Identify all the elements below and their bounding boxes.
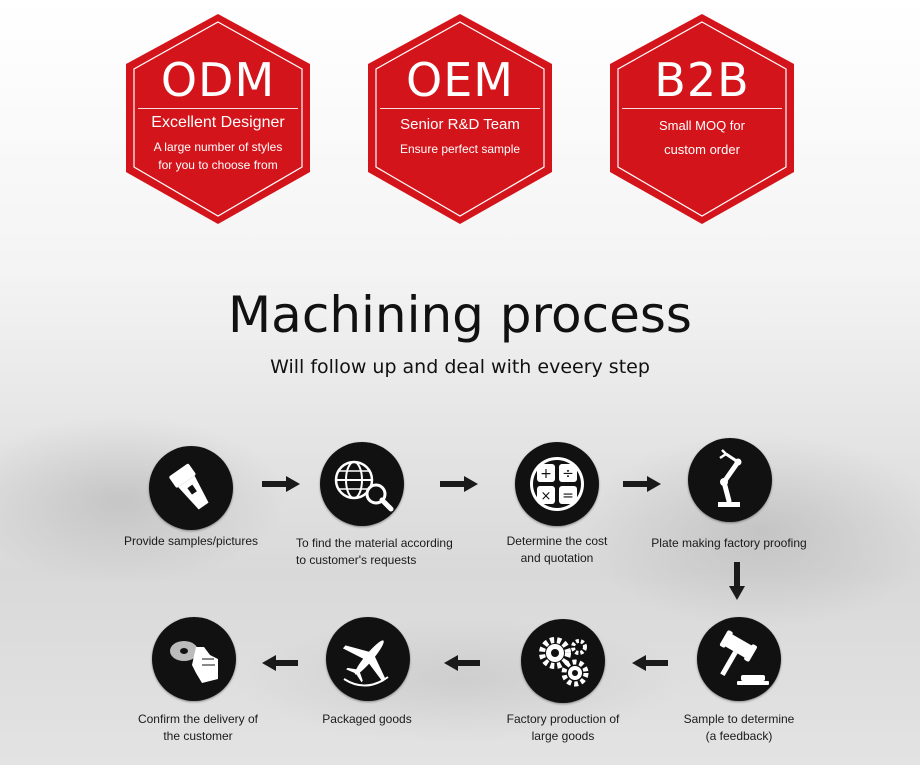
arrow-right-icon [623, 476, 661, 492]
step-8-line2: the customer [163, 729, 233, 743]
step-7-line1: Packaged goods [322, 712, 412, 726]
step-2-line2: to customer's requests [296, 553, 417, 567]
step-2-label: To find the material according to custom… [296, 535, 486, 569]
gavel-icon [697, 617, 781, 701]
svg-text:÷: ÷ [562, 466, 574, 482]
odm-line1: Excellent Designer [151, 114, 285, 131]
step-3-line2: and quotation [520, 551, 594, 565]
step-5-line1: Sample to determine [683, 712, 795, 726]
step-7-label: Packaged goods [292, 711, 442, 728]
step-4-line1: Plate making factory proofing [651, 536, 807, 550]
step-1-line1: Provide samples/pictures [123, 534, 259, 548]
page-subtitle: Will follow up and deal with eveery step [270, 356, 650, 378]
step-6-label: Factory production of large goods [480, 711, 646, 745]
step-8-line1: Confirm the delivery of [137, 712, 259, 726]
globe-magnifier-icon [320, 442, 404, 526]
arrow-right-icon [440, 476, 478, 492]
svg-text:=: = [562, 488, 574, 504]
arrow-left-icon [444, 655, 480, 671]
step-6-line1: Factory production of [506, 712, 620, 726]
oem-line1: Senior R&D Team [400, 116, 520, 133]
step-3-label: Determine the cost and quotation [478, 533, 636, 567]
b2b-line2: custom order [664, 142, 740, 157]
oem-line2: Ensure perfect sample [399, 142, 521, 156]
robot-arm-icon [688, 438, 772, 522]
oem-badge: OEM Senior R&D Team Ensure perfect sampl… [366, 12, 554, 226]
gears-icon [521, 619, 605, 703]
oem-title: OEM [406, 53, 514, 107]
odm-line2: A large number of styles [153, 140, 283, 154]
b2b-badge: B2B Small MOQ for custom order [608, 12, 796, 226]
b2b-line1: Small MOQ for [659, 118, 745, 133]
step-8-label: Confirm the delivery of the customer [118, 711, 278, 745]
b2b-title: B2B [654, 53, 750, 107]
odm-badge: ODM Excellent Designer A large number of… [124, 12, 312, 226]
svg-text:×: × [541, 489, 552, 504]
step-1-label: Provide samples/pictures [110, 533, 272, 550]
flashlight-icon [149, 446, 233, 530]
step-2-line1: To find the material according [296, 536, 453, 550]
arrow-down-icon [729, 562, 745, 600]
oem-divider [380, 108, 540, 109]
background-factory-haze [0, 380, 920, 765]
calculator-icon: + ÷ × = [515, 442, 599, 526]
arrow-left-icon [262, 655, 298, 671]
odm-title: ODM [160, 53, 276, 107]
step-5-line2: (a feedback) [705, 729, 773, 743]
airplane-icon [326, 617, 410, 701]
step-4-label: Plate making factory proofing [636, 535, 822, 552]
hand-cd-icon [152, 617, 236, 701]
arrow-left-icon [632, 655, 668, 671]
page-title: Machining process [228, 286, 692, 344]
odm-divider [138, 108, 298, 109]
odm-line3: for you to choose from [158, 158, 278, 172]
arrow-right-icon [262, 476, 300, 492]
step-3-line1: Determine the cost [506, 534, 608, 548]
step-6-line2: large goods [531, 729, 595, 743]
svg-text:+: + [540, 466, 552, 482]
b2b-divider [622, 108, 782, 109]
step-5-label: Sample to determine (a feedback) [650, 711, 828, 745]
